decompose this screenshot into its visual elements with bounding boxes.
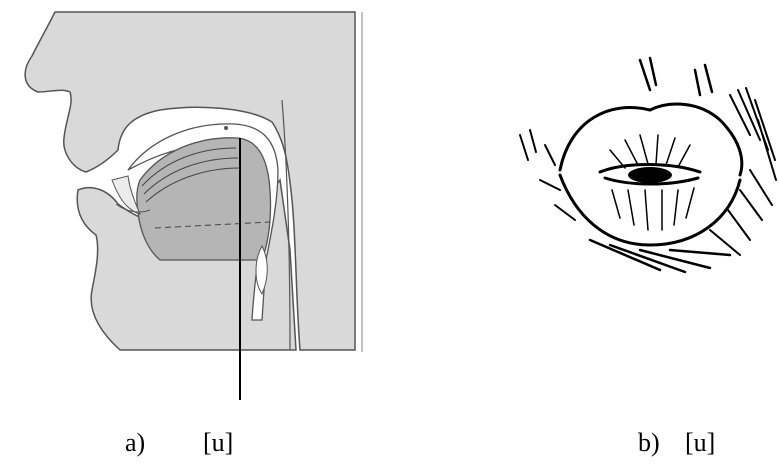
rounded-lips-sketch [500, 40, 779, 310]
figure-a-phoneme: [u] [203, 428, 233, 458]
figure-b-phoneme: [u] [685, 428, 715, 458]
articulation-mark [224, 126, 228, 130]
figure-b-letter: b) [638, 428, 660, 458]
figure-a-letter: a) [125, 428, 145, 458]
vocal-tract-diagram [0, 0, 380, 400]
lower-lip-outline [560, 175, 740, 245]
